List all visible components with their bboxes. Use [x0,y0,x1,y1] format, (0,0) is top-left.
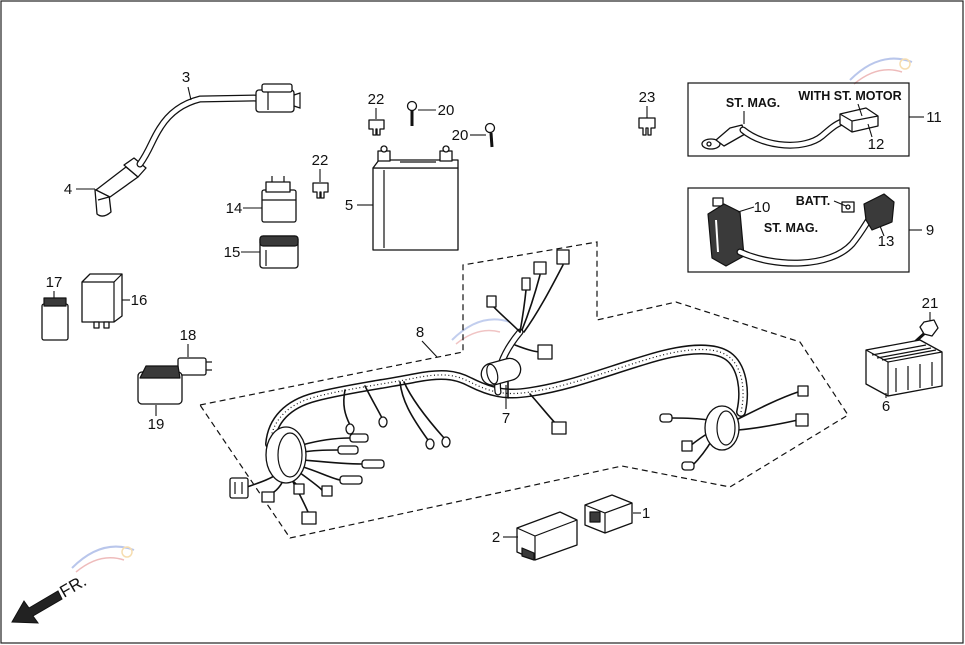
watermark-logo [451,318,511,345]
wire-harness [229,249,809,525]
note-st-mag-top: ST. MAG. [726,96,780,110]
spark-plug-cap [94,157,147,217]
leader-line [187,86,192,101]
connector-1 [584,494,633,534]
callout-9: 9 [926,222,934,239]
callout-22-upper: 22 [368,91,385,108]
callout-7: 7 [502,410,510,427]
callout-12: 12 [868,136,885,153]
callout-2: 2 [492,529,500,546]
leader-line [833,200,847,207]
callout-15: 15 [224,244,241,261]
leader-line [867,123,873,138]
component-18 [177,357,212,376]
leader-line [421,340,438,358]
leader-lines [53,86,931,538]
regulator-6 [865,339,943,397]
bolt-20-upper [406,100,418,126]
battery [372,145,459,251]
subassembly-box-11 [687,82,910,157]
component-15 [259,235,299,269]
watermark-logo [849,57,913,85]
component-7 [480,357,522,386]
leader-line [857,103,863,117]
ignition-coil [136,83,301,168]
fuse-22-upper [368,119,385,136]
callout-3: 3 [182,69,190,86]
callout-20-lower: 20 [452,127,469,144]
note-batt: BATT. [796,194,831,208]
callout-6: 6 [882,398,890,415]
callout-18: 18 [180,327,197,344]
callout-labels: 1 2 3 4 5 6 7 8 9 10 11 12 13 14 15 16 1… [46,69,942,546]
callout-8: 8 [416,324,424,341]
annotation-notes: ST. MAG. WITH ST. MOTOR BATT. ST. MAG. [726,89,902,235]
callout-20-upper: 20 [438,102,455,119]
callout-17: 17 [46,274,63,291]
callout-23: 23 [639,89,656,106]
component-16 [81,273,123,329]
bolt-20-lower [484,122,496,148]
callout-1: 1 [642,505,650,522]
watermark-logo [71,545,135,573]
callout-19: 19 [148,416,165,433]
note-st-mag-bottom: ST. MAG. [764,221,818,235]
callout-11: 11 [926,109,942,126]
fuse-23 [638,117,656,136]
harness-outline [198,241,849,539]
battery-cable-assembly [707,193,895,267]
component-19 [137,365,183,405]
callout-5: 5 [345,197,353,214]
callout-14: 14 [226,200,243,217]
component-17 [41,297,69,341]
relay-14 [261,176,297,223]
callout-13: 13 [878,233,895,250]
leader-line [879,225,885,237]
fuse-22-lower [312,182,329,199]
callout-16: 16 [131,292,148,309]
callout-21: 21 [922,295,939,312]
callout-22-lower: 22 [312,152,329,169]
note-with-st-motor: WITH ST. MOTOR [798,89,901,103]
callout-10: 10 [754,199,771,216]
component-2 [516,511,578,561]
leader-line [737,206,755,213]
callout-4: 4 [64,181,72,198]
